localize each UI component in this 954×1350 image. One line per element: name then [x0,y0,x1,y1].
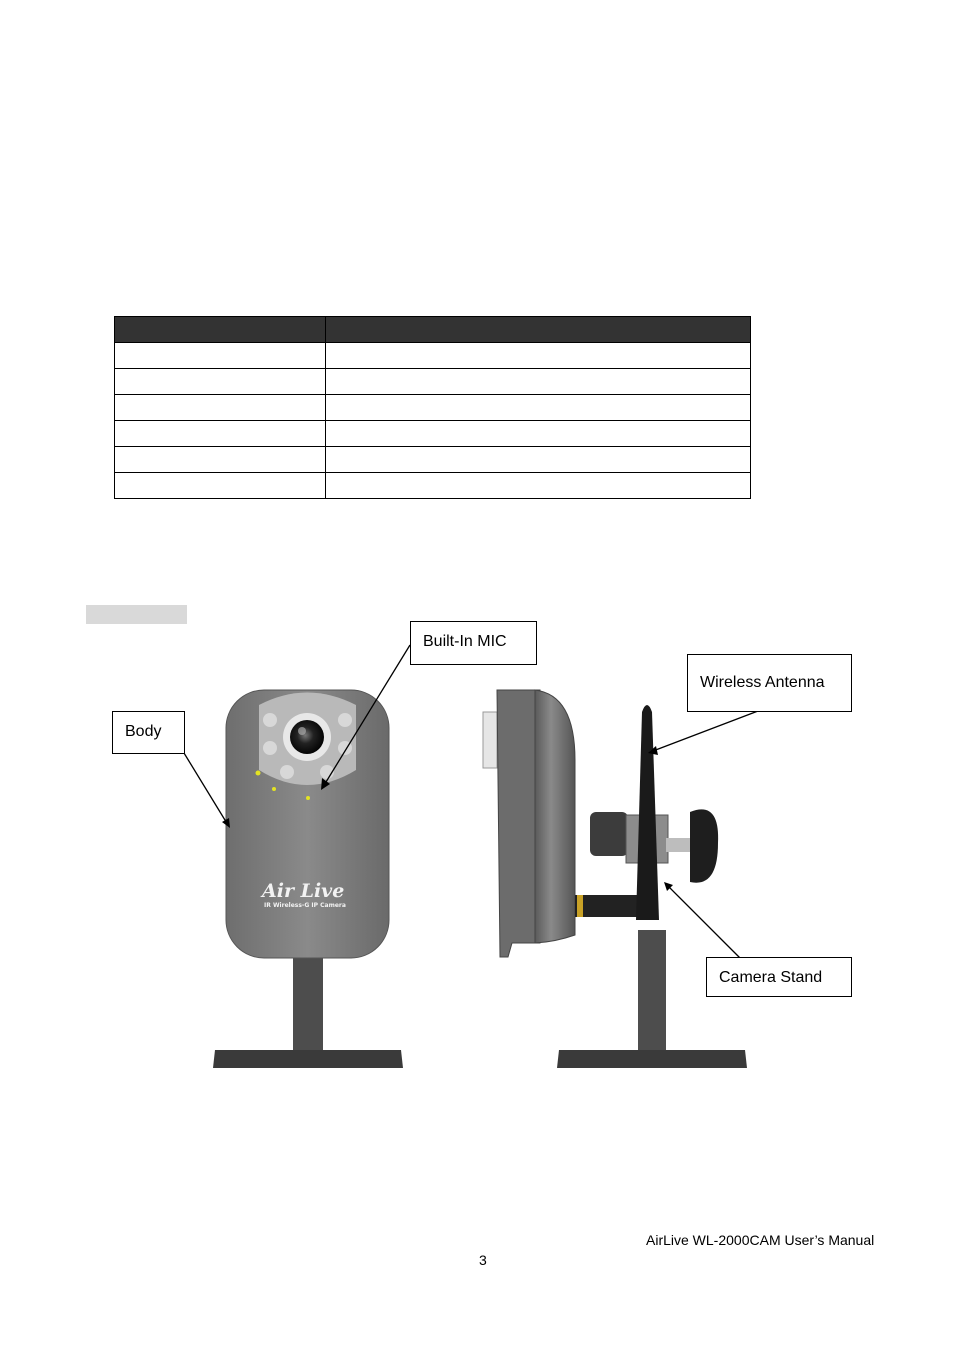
antenna-connector-arm [575,895,637,917]
callout-label: Built-In MIC [423,633,507,650]
table-row [114,342,751,369]
page-number: 3 [479,1252,487,1268]
table-row [114,446,751,473]
table-cell [114,368,326,395]
callout-body: Body [112,711,185,754]
callout-wireless-antenna: Wireless Antenna [687,654,852,712]
front-stand-base [213,1050,403,1068]
table-row [114,472,751,499]
callout-built-in-mic: Built-In MIC [410,621,537,665]
mount-knob [590,812,628,856]
side-body-front [534,689,576,944]
table-cell [325,472,751,499]
brand-logo: Air Live [260,880,344,902]
rear-connector [482,711,498,769]
table-cell [114,472,326,499]
mount-screw [666,838,691,852]
ir-led [280,765,294,779]
ir-led [338,713,352,727]
section-heading-highlight [86,605,187,624]
table-row [114,394,751,421]
model-line-text: IR Wireless-G IP Camera [264,902,346,909]
lens [290,720,324,754]
status-led [272,787,276,791]
mount-wheel [690,809,719,883]
table-cell [325,342,751,369]
gold-connector [577,895,583,917]
status-led [255,770,261,776]
callout-camera-stand: Camera Stand [706,957,852,997]
callout-label: Wireless Antenna [700,674,825,691]
footer-manual-title: AirLive WL-2000CAM User’s Manual [646,1232,875,1248]
arrowheads [222,746,673,891]
side-stand-base [557,1050,747,1068]
side-camera [482,689,747,1068]
table-row [114,368,751,395]
mic-hole [306,796,310,800]
table-cell [114,446,326,473]
side-body-back [496,689,541,958]
callout-label: Camera Stand [719,969,823,986]
front-stand-pole [293,950,323,1053]
header-cell [114,316,326,343]
front-camera: Air Live IR Wireless-G IP Camera [213,689,403,1068]
ir-led [263,741,277,755]
table-cell [325,394,751,421]
ir-led [263,713,277,727]
callout-lines [183,644,759,959]
side-stand-pole [638,930,666,1053]
spec-table [114,316,751,499]
antenna [636,705,659,920]
table-cell [114,420,326,447]
callout-label: Body [125,723,162,740]
